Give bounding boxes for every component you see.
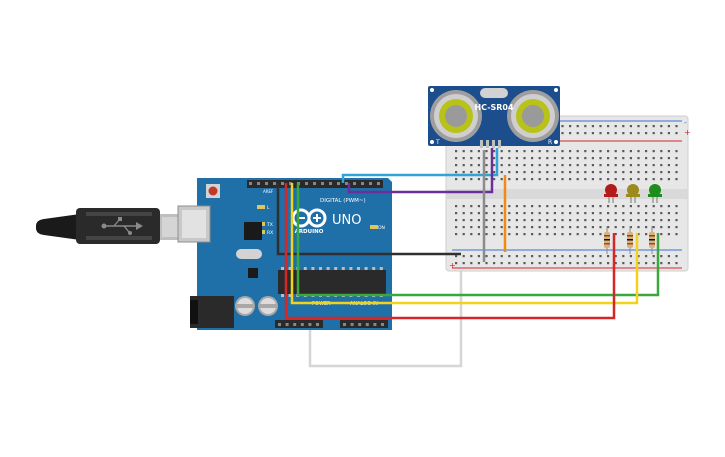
sensor-side-label-left: T (435, 139, 440, 146)
resistor-2[interactable] (627, 226, 633, 254)
capacitor-right (258, 296, 278, 316)
led-array (604, 184, 662, 203)
board-model: UNO (332, 213, 361, 228)
resistor-3[interactable] (649, 226, 655, 254)
resistor-1[interactable] (604, 226, 610, 254)
usb-symbol-icon (101, 217, 143, 235)
wire-purple[interactable] (347, 148, 494, 194)
usb-controller-chip (244, 222, 262, 240)
wire-green[interactable] (296, 183, 660, 297)
wire-white[interactable] (308, 252, 463, 368)
atmega-microcontroller (278, 267, 386, 297)
digital-header-label: DIGITAL (PWM~) (320, 198, 366, 204)
rail-plus-label-bottom: + (449, 261, 456, 270)
wire-cyan[interactable] (341, 148, 499, 183)
l-label: L (267, 205, 270, 211)
ultrasonic-sensor[interactable]: HC-SR04 T R (428, 86, 560, 148)
transducer-left (430, 90, 482, 142)
rx-label: RX (267, 230, 273, 236)
usb-cable[interactable] (36, 208, 180, 244)
transducer-right (507, 90, 559, 142)
red-led[interactable] (604, 184, 618, 203)
rail-minus-label: - (684, 118, 687, 127)
sensor-name: HC-SR04 (474, 103, 514, 112)
wire-yellow[interactable] (290, 183, 639, 305)
wire-black[interactable] (276, 183, 461, 256)
green-led[interactable] (648, 184, 662, 203)
board-brand: ARDUINO (295, 229, 324, 235)
reset-button[interactable] (206, 184, 220, 198)
yellow-led[interactable] (626, 184, 640, 203)
wire-red[interactable] (284, 183, 616, 320)
on-label: ON (378, 225, 385, 231)
aref-label: AREF (263, 189, 274, 194)
resistor-array (604, 226, 655, 254)
sensor-side-label-right: R (548, 139, 552, 146)
rail-plus-label: + (684, 128, 691, 137)
sensor-pin-header (480, 140, 501, 148)
power-pin-header (275, 320, 323, 328)
capacitor-left (235, 296, 255, 316)
tx-label: TX (266, 222, 273, 228)
analog-pin-header (340, 320, 388, 328)
crystal-oscillator (236, 249, 262, 259)
regulator-chip (248, 268, 258, 278)
